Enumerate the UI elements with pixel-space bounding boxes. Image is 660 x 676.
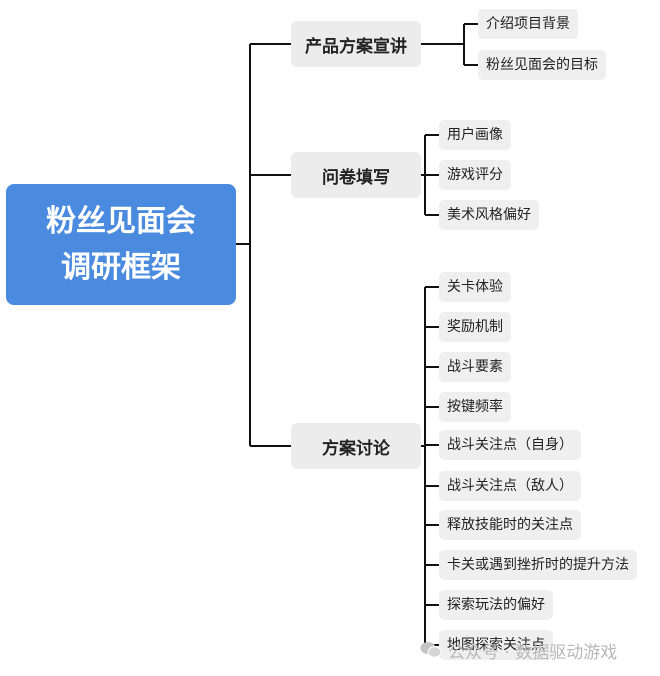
watermark-text: 公众号 · 数据驱动游戏 [448,642,618,663]
branch-product-presentation: 产品方案宣讲 [291,21,421,67]
root-title-line1: 粉丝见面会 [46,203,196,239]
leaf-user-persona: 用户画像 [439,120,511,150]
leaf-frustration-improvement: 卡关或遇到挫折时的提升方法 [439,550,637,580]
leaf-exploration-preference: 探索玩法的偏好 [439,590,553,620]
root-title-line2: 调研框架 [61,249,181,285]
watermark: 公众号 · 数据驱动游戏 [420,636,617,664]
wechat-icon [420,642,442,658]
leaf-map-exploration-focus: 地图探索关注点 [439,630,553,660]
branch-questionnaire: 问卷填写 [291,152,421,198]
leaf-game-rating: 游戏评分 [439,160,511,190]
leaf-combat-focus-enemy: 战斗关注点（敌人） [439,471,581,501]
root-node: 粉丝见面会 调研框架 [6,184,236,305]
leaf-combat-focus-self: 战斗关注点（自身） [439,430,581,460]
branch-plan-discussion: 方案讨论 [291,423,421,469]
leaf-reward-mechanism: 奖励机制 [439,312,511,342]
leaf-level-experience: 关卡体验 [439,272,511,302]
leaf-art-style-preference: 美术风格偏好 [439,200,539,230]
leaf-button-frequency: 按键频率 [439,392,511,422]
leaf-skill-release-focus: 释放技能时的关注点 [439,510,581,540]
leaf-combat-elements: 战斗要素 [439,352,511,382]
leaf-project-background: 介绍项目背景 [478,9,578,39]
leaf-meetup-goal: 粉丝见面会的目标 [478,50,606,80]
